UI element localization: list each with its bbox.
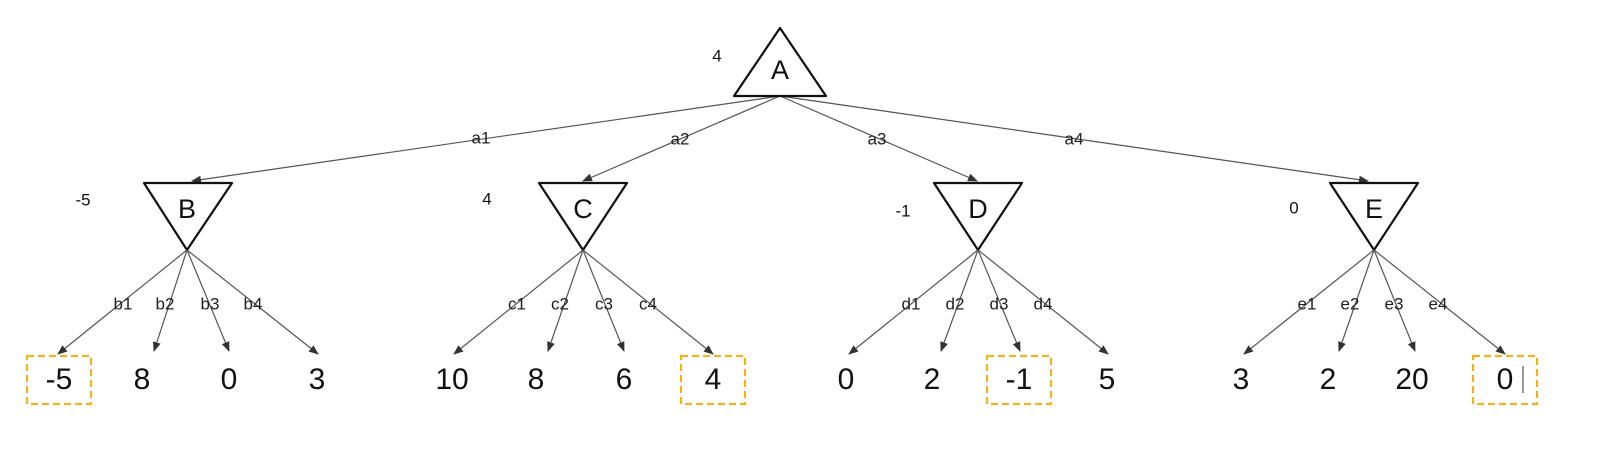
edge-e4: [1373, 249, 1506, 355]
edge-label-c4: c4: [639, 294, 657, 313]
leaf-values-B: -5 8 0 3: [46, 363, 326, 396]
edge-label-c3: c3: [595, 294, 613, 313]
edge-b3: [186, 249, 230, 352]
node-E: E 0: [1289, 181, 1420, 252]
leaf-d3: -1: [1006, 363, 1033, 396]
min-node-triangle: [142, 181, 234, 252]
root-edges: [191, 95, 1369, 184]
edge-label-a4: a4: [1065, 129, 1084, 148]
leaf-edges-C: c1 c2 c3 c4: [453, 249, 714, 355]
node-value-B: -5: [75, 190, 90, 209]
edge-label-c2: c2: [551, 294, 569, 313]
edge-label-b1: b1: [114, 294, 133, 313]
edge-c2: [547, 249, 584, 352]
edge-label-d1: d1: [902, 294, 921, 313]
leaf-c2: 8: [528, 363, 545, 396]
edge-a2: [582, 95, 781, 182]
node-value-C: 4: [482, 189, 491, 208]
edge-b2: [152, 249, 188, 352]
node-D: D -1: [895, 181, 1024, 252]
node-A: A 4: [712, 26, 828, 98]
leaf-d1: 0: [838, 363, 855, 396]
leaf-d2: 2: [924, 363, 941, 396]
leaf-c3: 6: [616, 363, 633, 396]
edge-e2: [1338, 249, 1375, 352]
leaf-d4: 5: [1099, 363, 1116, 396]
leaf-b4: 3: [309, 363, 326, 396]
edge-label-a2: a2: [671, 129, 690, 148]
edge-label-d2: d2: [946, 294, 965, 313]
edge-c4: [582, 249, 714, 355]
edge-e3: [1373, 249, 1416, 352]
leaf-b2: 8: [134, 363, 151, 396]
edge-c3: [582, 249, 625, 352]
node-label-C: C: [573, 194, 593, 224]
node-label-D: D: [968, 194, 988, 224]
leaf-e4: 0: [1497, 363, 1514, 396]
leaf-e2: 2: [1320, 363, 1337, 396]
leaf-b3: 0: [221, 363, 238, 396]
node-C: C 4: [482, 181, 629, 252]
root-edge-labels: a1 a2 a3 a4: [472, 128, 1084, 148]
node-value-E: 0: [1289, 198, 1298, 217]
leaf-e1: 3: [1233, 363, 1250, 396]
edge-label-b3: b3: [201, 294, 220, 313]
highlight-box-E: [1471, 354, 1539, 406]
highlight-box-B: [25, 354, 93, 406]
node-value-A: 4: [712, 46, 721, 65]
edge-a1: [191, 95, 781, 184]
node-label-A: A: [771, 55, 789, 85]
highlight-box-C: [679, 354, 747, 406]
edge-label-d3: d3: [990, 294, 1009, 313]
edge-label-e4: e4: [1429, 294, 1448, 313]
node-label-E: E: [1365, 194, 1383, 224]
min-node-triangle: [1328, 181, 1420, 252]
edge-a4: [779, 95, 1369, 184]
highlight-box-D: [985, 354, 1053, 406]
edge-e1: [1243, 249, 1375, 355]
min-node-triangle: [932, 181, 1024, 252]
edge-label-e1: e1: [1298, 294, 1317, 313]
edge-d1: [848, 249, 979, 355]
node-B: B -5: [75, 181, 234, 252]
min-node-triangle: [537, 181, 629, 252]
edge-d3: [977, 249, 1021, 352]
edge-label-b4: b4: [244, 294, 263, 313]
max-node-triangle: [732, 26, 828, 98]
edge-d2: [940, 249, 979, 352]
leaf-values-E: 3 2 20 0: [1233, 363, 1514, 396]
leaf-edges-E: e1 e2 e3 e4: [1243, 249, 1506, 355]
node-label-B: B: [178, 194, 196, 224]
leaf-edges-B: b1 b2 b3 b4: [57, 249, 319, 355]
edge-label-b2: b2: [156, 294, 175, 313]
edge-b4: [186, 249, 319, 355]
leaf-e3: 20: [1395, 363, 1428, 396]
leaf-edges-D: d1 d2 d3 d4: [848, 249, 1109, 355]
edge-label-e2: e2: [1341, 294, 1360, 313]
edge-c1: [453, 249, 584, 355]
edge-label-e3: e3: [1385, 294, 1404, 313]
leaf-values-C: 10 8 6 4: [435, 363, 721, 396]
edge-label-a3: a3: [868, 129, 887, 148]
edge-label-c1: c1: [508, 294, 526, 313]
leaf-c1: 10: [435, 363, 468, 396]
edge-a3: [779, 95, 978, 182]
edge-label-d4: d4: [1034, 294, 1053, 313]
edge-b1: [57, 249, 188, 355]
leaf-b1: -5: [46, 363, 73, 396]
leaf-values-D: 0 2 -1 5: [838, 363, 1116, 396]
edge-label-a1: a1: [472, 128, 491, 147]
highlight-boxes: [25, 354, 1539, 406]
edge-d4: [977, 249, 1109, 355]
node-value-D: -1: [895, 201, 910, 220]
leaf-c4: 4: [705, 363, 722, 396]
